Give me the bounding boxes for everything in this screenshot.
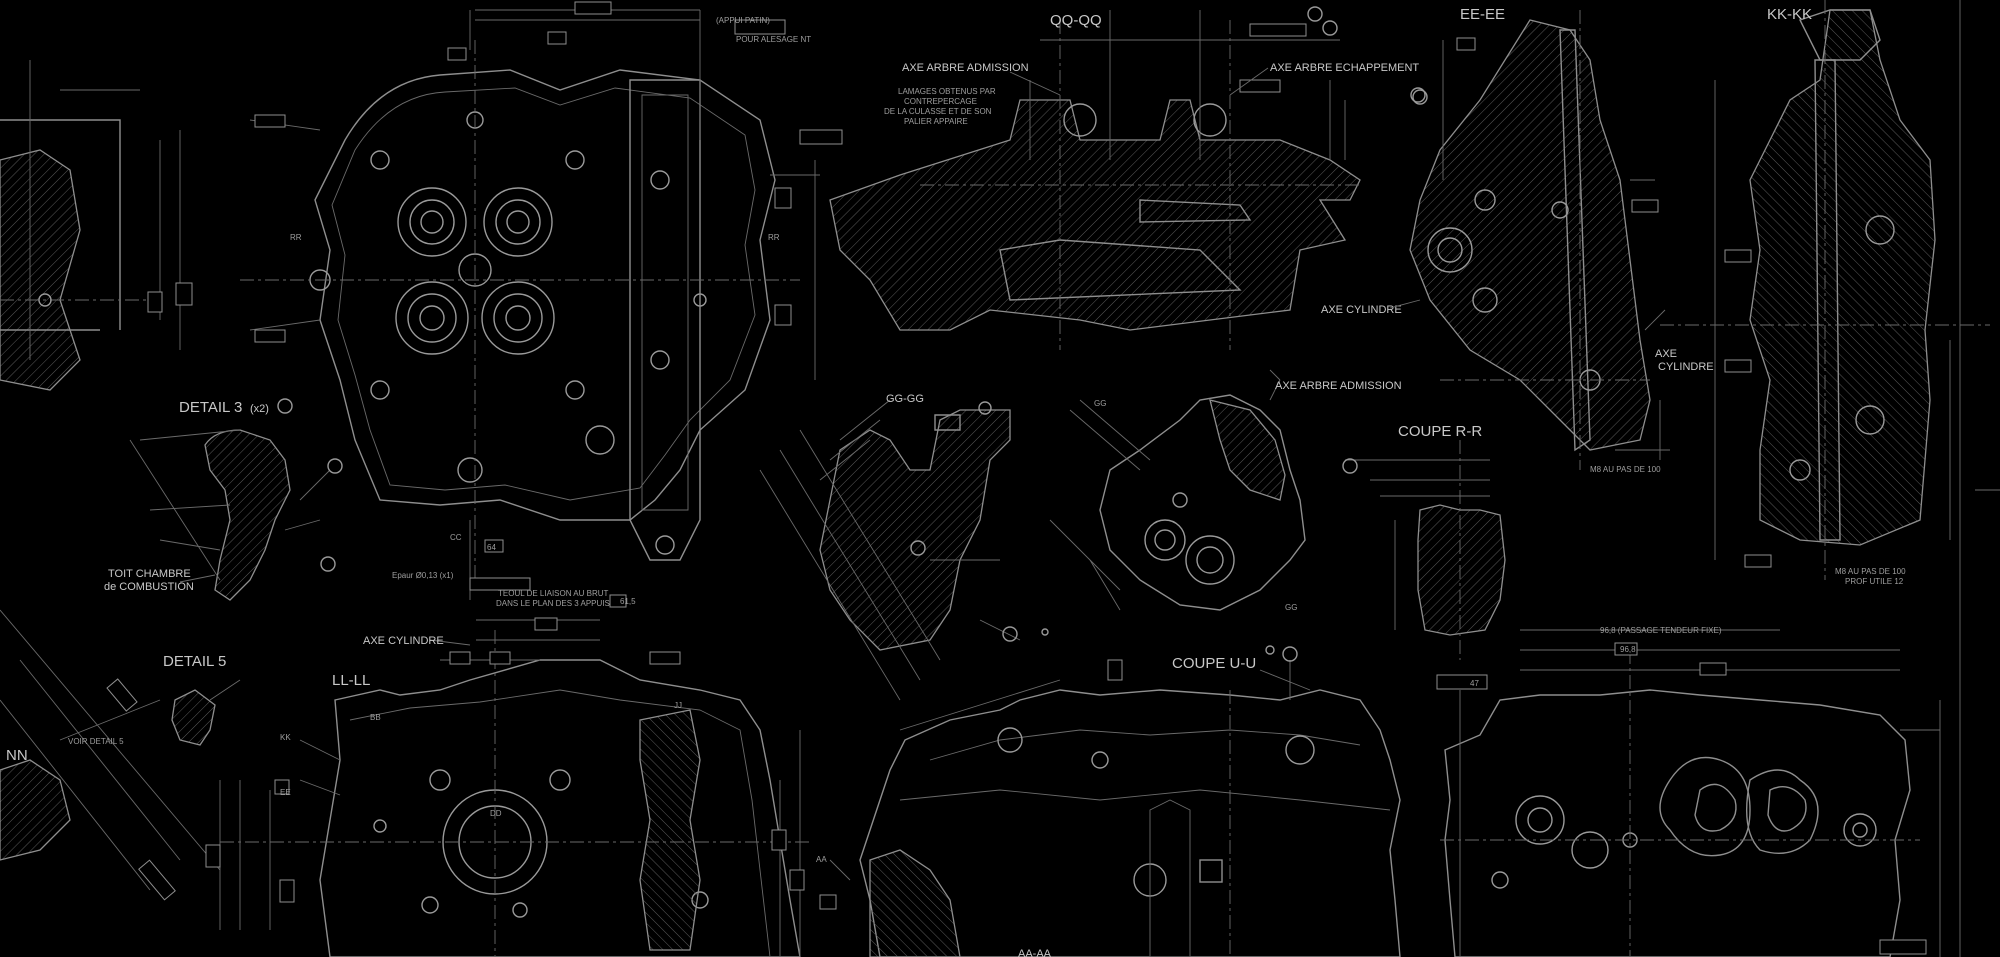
label-axe-echappement: AXE ARBRE ECHAPPEMENT	[1270, 62, 1419, 74]
label-aa: AA	[816, 855, 827, 864]
label-detail-3: DETAIL 3	[179, 399, 242, 416]
note-appui: (APPUI PATIN)	[716, 16, 770, 25]
section-rr: COUPE R-R	[1342, 423, 1506, 660]
section-ll: AXE CYLINDRE LL-LL BB KK EE DD JJ	[205, 617, 810, 957]
label-nn: NN	[6, 747, 28, 764]
label-section-ll: LL-LL	[332, 672, 370, 689]
misc-callouts: (APPUI PATIN) POUR ALESAGE NT Epaur Ø0,1…	[290, 16, 1636, 688]
note-tecou: TEOUL DE LIAISON AU BRUT	[498, 589, 609, 598]
label-ee-bubble: EE	[280, 788, 291, 797]
dim-61: 61,5	[620, 597, 636, 606]
label-axe-cylindre-left: AXE CYLINDRE	[363, 635, 444, 647]
label-aa-bottom: AA-AA	[1018, 948, 1052, 957]
label-axe-cylindre-ee: AXE CYLINDRE	[1321, 304, 1402, 316]
label-section-kk: KK-KK	[1767, 6, 1812, 23]
note-lamages-3: DE LA CULASSE ET DE SON	[884, 107, 992, 116]
side-view-bottom-right: 96,8 (PASSAGE TENDEUR FIXE)	[1436, 626, 1941, 957]
label-cc: CC	[450, 533, 462, 542]
mechanism-center: AXE ARBRE ADMISSION GG GG	[1049, 369, 1402, 655]
label-toit-1: TOIT CHAMBRE	[108, 568, 191, 580]
note-epaisseur: Epaur Ø0,13 (x1)	[392, 571, 454, 580]
note-dans-plan: DANS LE PLAN DES 3 APPUIS	[496, 599, 610, 608]
label-section-qq: QQ-QQ	[1050, 12, 1102, 29]
note-voir-detail: VOIR DETAIL 5	[68, 737, 124, 746]
dim-96: 96,8	[1620, 645, 1636, 654]
label-axe-cylindre-kk-1: AXE	[1655, 348, 1677, 360]
detail-3: DETAIL 3 (x2) TOIT CHAMBRE de COMBUSTION	[104, 398, 343, 601]
detail-5: DETAIL 5 NN VOIR DETAIL 5	[0, 609, 241, 901]
note-lamages-1: LAMAGES OBTENUS PAR	[898, 87, 996, 96]
dim-64: 64	[487, 543, 496, 552]
label-axe-admission-top: AXE ARBRE ADMISSION	[902, 62, 1029, 74]
note-alesage: POUR ALESAGE NT	[736, 35, 811, 44]
label-gg-small: GG	[1094, 399, 1106, 408]
section-kk: AXE CYLINDRE M8 AU PAS DE 100 M8 AU PAS …	[1590, 0, 2000, 957]
note-lamages-4: PALIER APPAIRE	[904, 117, 968, 126]
label-section-ee: EE-EE	[1460, 6, 1505, 23]
note-m8-kk: M8 AU PAS DE 100	[1835, 567, 1906, 576]
note-prof-kk: PROF UTILE 12	[1845, 577, 1904, 586]
section-ee: AXE CYLINDRE	[1321, 10, 1670, 470]
note-m8-ee: M8 AU PAS DE 100	[1590, 465, 1661, 474]
cylinder-head-top-view	[240, 1, 843, 608]
label-toit-2: de COMBUSTION	[104, 581, 194, 593]
label-kk-small: KK	[280, 733, 291, 742]
label-detail-3-scale: (x2)	[250, 403, 269, 415]
label-rr-left: RR	[290, 233, 302, 242]
label-axe-admission-mid: AXE ARBRE ADMISSION	[1275, 380, 1402, 392]
label-gg-small-2: GG	[1285, 603, 1297, 612]
label-section-gg: GG-GG	[886, 393, 924, 405]
label-dd: DD	[490, 809, 502, 818]
label-coupe-rr: COUPE R-R	[1398, 423, 1482, 440]
note-lamages-2: CONTREPERCAGE	[904, 97, 977, 106]
label-rr-right: RR	[768, 233, 780, 242]
label-axe-cylindre-kk-2: CYLINDRE	[1658, 361, 1714, 373]
section-uu: COUPE U-U AA AA-AA	[816, 646, 1401, 957]
label-jj: JJ	[674, 701, 682, 710]
section-qq: AXE ARBRE ECHAPPEMENT AXE ARBRE ADMISSIO…	[829, 6, 1426, 350]
note-passage: 96,8 (PASSAGE TENDEUR FIXE)	[1600, 626, 1722, 635]
label-detail-5: DETAIL 5	[163, 653, 226, 670]
label-coupe-uu: COUPE U-U	[1172, 655, 1256, 672]
dim-47: 47	[1470, 679, 1479, 688]
section-gg: GG-GG	[759, 393, 1049, 701]
label-bb: BB	[370, 713, 381, 722]
left-edge-section	[0, 60, 193, 391]
